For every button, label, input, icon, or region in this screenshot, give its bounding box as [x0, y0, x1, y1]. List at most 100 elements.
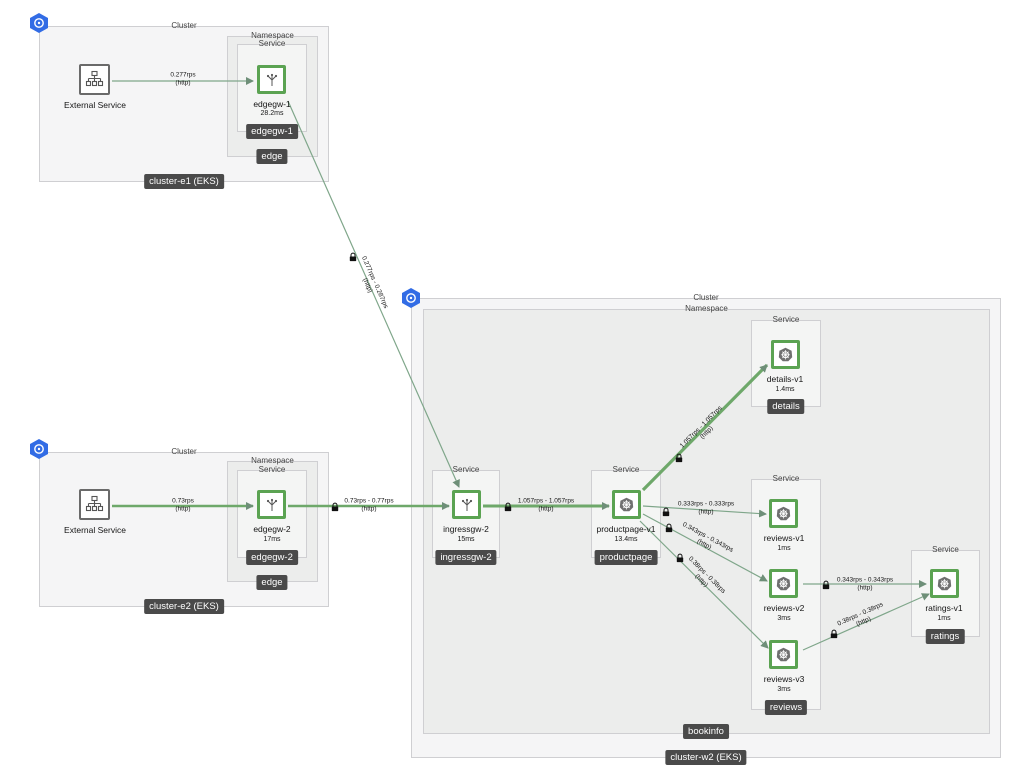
- kubernetes-logo-icon: [402, 288, 420, 308]
- helm-wheel-icon: [937, 576, 952, 591]
- node-label: edgegw-2: [253, 524, 291, 534]
- cluster-title: Cluster: [693, 293, 719, 302]
- node-label: edgegw-1: [253, 99, 291, 109]
- cluster-chip-e1[interactable]: cluster-e1 (EKS): [144, 174, 224, 189]
- edge-rate: 0.73rps - 0.77rps: [344, 497, 394, 505]
- node-label: details-v1: [766, 374, 804, 384]
- cluster-title: Cluster: [171, 447, 197, 456]
- service-chip-ratings[interactable]: ratings: [925, 629, 965, 644]
- sitemap-icon: [85, 70, 104, 87]
- service-title: Service: [932, 545, 959, 554]
- edge-label: 0.277rps (http): [170, 72, 195, 87]
- node-label: External Service: [64, 100, 126, 110]
- edge-productpage-reviews1[interactable]: [642, 505, 767, 518]
- edge-productpage-reviews2[interactable]: [642, 513, 768, 582]
- edge-protocol: (http): [361, 505, 377, 512]
- lock-icon: [662, 507, 670, 517]
- reviews-v1-node[interactable]: [769, 499, 798, 528]
- ingressgw-2-node[interactable]: [452, 490, 481, 519]
- node-label: ingressgw-2: [443, 524, 489, 534]
- node-latency: 3ms: [777, 615, 791, 622]
- branch-split-icon: [266, 498, 277, 511]
- service-chip-details[interactable]: details: [767, 399, 805, 414]
- helm-wheel-icon: [619, 497, 634, 512]
- cluster-title: Cluster: [171, 21, 197, 30]
- cluster-chip-w2[interactable]: cluster-w2 (EKS): [665, 750, 747, 765]
- branch-split-icon: [266, 73, 277, 86]
- node-label: reviews-v3: [763, 674, 805, 684]
- edge-protocol: (http): [175, 79, 191, 86]
- service-chip-edgegw-2[interactable]: edgegw-2: [246, 550, 298, 565]
- cluster-chip-e2[interactable]: cluster-e2 (EKS): [144, 599, 224, 614]
- service-chip-edgegw-1[interactable]: edgegw-1: [246, 124, 298, 139]
- details-v1-node[interactable]: [771, 340, 800, 369]
- node-label: ratings-v1: [925, 603, 963, 613]
- ratings-v1-node[interactable]: [930, 569, 959, 598]
- namespace-chip-edge-1[interactable]: edge: [256, 149, 288, 164]
- edgegw-1-node[interactable]: [257, 65, 286, 94]
- edge-protocol: (http): [175, 505, 191, 512]
- edge-protocol: (http): [538, 505, 554, 512]
- node-label: reviews-v2: [763, 603, 805, 613]
- edgegw-2-node[interactable]: [257, 490, 286, 519]
- helm-wheel-icon: [778, 347, 793, 362]
- node-latency: 13.4ms: [614, 536, 638, 543]
- node-latency: 1.4ms: [775, 386, 795, 393]
- namespace-title: Namespace: [685, 304, 728, 313]
- edge-rate: 1.057rps - 1.057rps: [517, 497, 575, 505]
- edge-protocol: (http): [857, 584, 873, 591]
- edge-reviews3-ratings[interactable]: [802, 593, 930, 651]
- productpage-v1-node[interactable]: [612, 490, 641, 519]
- edge-rate: 0.277rps: [170, 71, 196, 79]
- edge-productpage-details[interactable]: [641, 363, 769, 492]
- namespace-title: Namespace: [251, 456, 294, 465]
- external-service-node-e2[interactable]: [79, 489, 110, 520]
- sitemap-icon: [85, 495, 104, 512]
- lock-icon: [331, 502, 339, 512]
- edge-rate: 0.333rps - 0.333rps: [677, 500, 735, 508]
- node-latency: 17ms: [263, 536, 281, 543]
- service-title: Service: [258, 39, 286, 48]
- reviews-v3-node[interactable]: [769, 640, 798, 669]
- lock-icon: [349, 252, 357, 262]
- service-title: Service: [772, 315, 800, 324]
- edge-protocol: (http): [698, 508, 714, 515]
- edge-rate: 0.73rps: [172, 497, 194, 505]
- namespace-chip-edge-2[interactable]: edge: [256, 575, 288, 590]
- lock-icon: [830, 629, 838, 639]
- node-latency: 1ms: [777, 545, 791, 552]
- kubernetes-logo-icon: [30, 439, 48, 459]
- lock-icon: [665, 523, 673, 533]
- service-title: Service: [772, 474, 800, 483]
- service-chip-productpage[interactable]: productpage: [594, 550, 658, 565]
- edge-productpage-reviews3[interactable]: [639, 520, 769, 649]
- service-chip-ingressgw-2[interactable]: ingressgw-2: [435, 550, 497, 565]
- edge-rate: 0.343rps - 0.343rps: [836, 576, 894, 584]
- edge-label: 0.73rps - 0.77rps (http): [344, 498, 393, 513]
- node-label: productpage-v1: [596, 524, 656, 534]
- kubernetes-logo-icon: [30, 13, 48, 33]
- lock-icon: [676, 553, 684, 563]
- namespace-title: Namespace: [251, 31, 294, 40]
- edge-edgegw1-ingressgw2[interactable]: [287, 100, 460, 488]
- edge-label: 0.73rps (http): [172, 498, 194, 513]
- branch-split-icon: [461, 498, 472, 511]
- service-title: Service: [612, 465, 640, 474]
- lock-icon: [675, 453, 683, 463]
- reviews-v2-node[interactable]: [769, 569, 798, 598]
- service-chip-reviews[interactable]: reviews: [764, 700, 808, 715]
- node-latency: 15ms: [457, 536, 475, 543]
- service-title: Service: [258, 465, 286, 474]
- lock-icon: [822, 580, 830, 590]
- helm-wheel-icon: [776, 576, 791, 591]
- namespace-chip-bookinfo[interactable]: bookinfo: [683, 724, 729, 739]
- node-label: reviews-v1: [763, 533, 805, 543]
- edge-label: 0.343rps - 0.343rps (http): [837, 577, 893, 592]
- namespace-bookinfo-frame: Namespace: [423, 305, 990, 734]
- helm-wheel-icon: [776, 506, 791, 521]
- edge-label: 0.333rps - 0.333rps (http): [678, 501, 734, 516]
- external-service-node-e1[interactable]: [79, 64, 110, 95]
- lock-icon: [504, 502, 512, 512]
- edge-label: 1.057rps - 1.057rps (http): [518, 498, 574, 513]
